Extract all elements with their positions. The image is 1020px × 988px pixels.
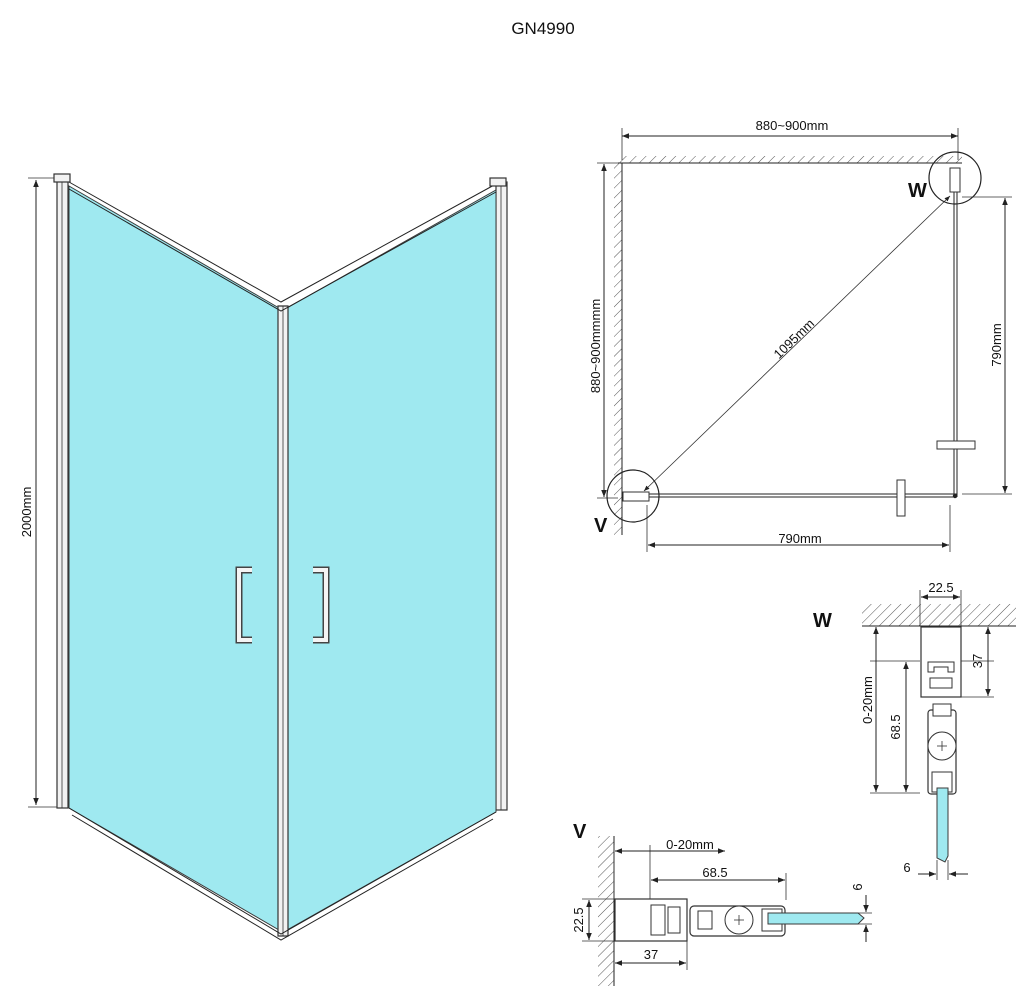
- detail-w-view: W 22.5 37 0-20mm 68.5: [813, 580, 1016, 880]
- diagonal-dimension: [643, 195, 951, 492]
- bottom-side-label: 790mm: [778, 531, 821, 546]
- left-depth-label: 880~900mmmm: [588, 299, 603, 393]
- left-wall-hatch: [614, 163, 622, 535]
- plan-handle-right: [936, 440, 976, 450]
- right-door-handle: [313, 566, 330, 644]
- detail-w-circle: [928, 151, 982, 205]
- detail-v-length-label: 68.5: [702, 865, 727, 880]
- top-wall-hatch: [618, 156, 962, 163]
- right-side-label: 790mm: [989, 323, 1004, 366]
- detail-w-marker: W: [908, 180, 927, 202]
- left-wall-profile: [56, 177, 69, 809]
- corner-node: [952, 493, 958, 499]
- enclosure-perspective-view: 2000mm: [19, 173, 508, 941]
- diagonal-label: 1095mm: [770, 316, 817, 362]
- plan-view: 880~900mm 880~900mmmm 1095mm 790mm 79: [588, 118, 1012, 552]
- detail-v-adjust-label: 0-20mm: [666, 837, 714, 852]
- top-frame-edge: [68, 181, 497, 303]
- detail-v-label: V: [573, 821, 587, 843]
- detail-v-marker: V: [594, 515, 608, 537]
- left-glass-door: [68, 185, 280, 931]
- detail-w-length-label: 68.5: [888, 714, 903, 739]
- detail-w-wall-hatch: [862, 604, 1016, 626]
- detail-w-label: W: [813, 610, 832, 632]
- detail-v-bottom-label: 37: [644, 947, 658, 962]
- detail-v-view: V 0-20mm 68.5 6: [571, 821, 872, 986]
- detail-w-top-label: 22.5: [928, 580, 953, 595]
- detail-v-wall-hatch: [598, 836, 614, 986]
- left-top-cap: [53, 173, 71, 183]
- height-label: 2000mm: [19, 487, 34, 538]
- plan-handle-bottom: [896, 479, 906, 517]
- right-wall-profile: [495, 181, 508, 811]
- detail-v-glass-label: 6: [850, 883, 865, 890]
- right-glass-door: [286, 189, 497, 931]
- detail-w-glass: [936, 787, 949, 863]
- detail-w-right-label: 37: [970, 654, 985, 668]
- detail-w-glass-label: 6: [903, 860, 910, 875]
- detail-v-left-label: 22.5: [571, 907, 586, 932]
- detail-w-adjust-label: 0-20mm: [860, 676, 875, 724]
- drawing-title: GN4990: [511, 19, 574, 38]
- top-width-label: 880~900mm: [756, 118, 829, 133]
- detail-v-glass: [767, 912, 865, 925]
- bottom-frame-edge: [68, 807, 497, 935]
- detail-v-circle: [606, 469, 660, 523]
- right-top-cap: [489, 177, 507, 187]
- left-door-handle: [235, 566, 252, 644]
